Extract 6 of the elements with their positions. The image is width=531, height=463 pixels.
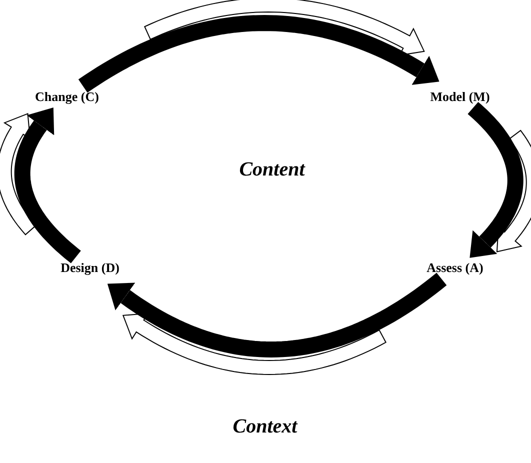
bottom-label: Context [232,416,298,438]
stage-label: Assess (A) [426,260,484,275]
stage-label: Design (D) [60,260,120,275]
stage-label: Model (M) [430,89,490,104]
stage-label: Change (C) [35,89,99,104]
center-label: Content [239,158,305,182]
